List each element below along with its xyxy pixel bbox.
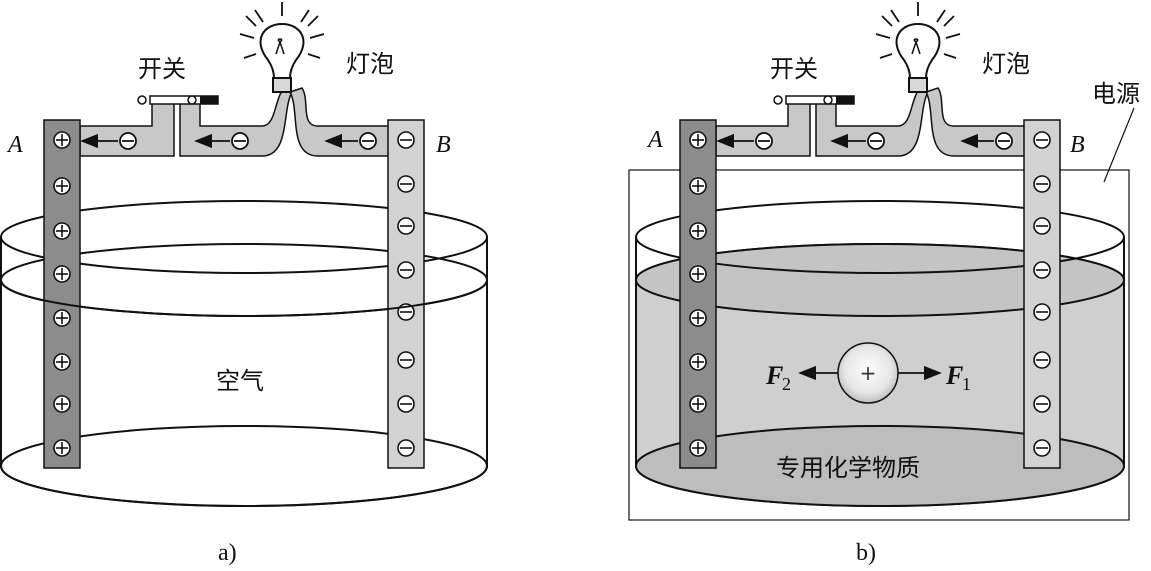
negative-charge-icon [397,261,415,279]
electron-flow-b [716,132,1013,150]
negative-charge-icon [1033,217,1051,235]
negative-charge-icon [1033,351,1051,369]
panel-b: + F 2 F 1 开关 灯泡 电源 A B 专用化学物质 b) [628,2,1140,566]
medium-label: 空气 [216,367,264,395]
bulb-label: 灯泡 [346,50,394,78]
electron-flow-a [80,132,377,150]
plate-b-negative [1023,119,1061,469]
source-leader-line [1103,107,1135,183]
negative-charge-icon [397,439,415,457]
ion-charge-sign: + [860,361,877,385]
positive-charge-icon [53,265,71,283]
negative-charge-icon [1033,261,1051,279]
positive-charge-icon [53,353,71,371]
negative-charge-icon [1033,131,1051,149]
power-source-label: 电源 [1092,80,1140,108]
positive-charge-icon [689,395,707,413]
negative-charge-icon [397,217,415,235]
plate-a-positive [43,119,81,469]
plate-a-positive [679,119,717,469]
positive-charge-icon [689,131,707,149]
positive-charge-icon [53,439,71,457]
switch-icon [773,95,855,105]
switch-label: 开关 [138,55,186,83]
positive-charge-icon [689,439,707,457]
positive-ion: + [798,342,942,404]
caption-a: a) [218,540,237,566]
negative-charge-icon [1033,395,1051,413]
lightbulb-icon [239,2,325,93]
plate-a-label: A [6,132,23,158]
negative-charge-icon [1033,303,1051,321]
lightbulb-icon [875,2,961,93]
negative-charge-icon [397,395,415,413]
positive-charge-icon [689,265,707,283]
container-a-front-base [0,465,488,507]
power-source-box [628,169,1130,521]
positive-charge-icon [53,177,71,195]
medium-label: 专用化学物质 [776,454,920,482]
caption-b: b) [856,540,876,566]
positive-charge-icon [689,177,707,195]
force-f1-label: F [945,361,963,390]
positive-charge-icon [53,222,71,240]
positive-charge-icon [689,353,707,371]
negative-charge-icon [397,175,415,193]
plate-a-label: A [646,127,663,153]
container-b-back-rim [635,200,1125,238]
negative-charge-icon [1033,439,1051,457]
switch-label: 开关 [770,55,818,83]
positive-charge-icon [689,309,707,327]
switch-icon [137,95,219,105]
plate-b-label: B [436,132,451,158]
negative-charge-icon [1033,175,1051,193]
plate-b-label: B [1070,132,1085,158]
positive-charge-icon [53,309,71,327]
plate-b-negative [387,119,425,469]
force-f2-label: F [765,361,783,390]
negative-charge-icon [397,351,415,369]
force-f2-subscript: 2 [782,374,791,394]
negative-charge-icon [397,131,415,149]
bulb-label: 灯泡 [982,50,1030,78]
positive-charge-icon [689,222,707,240]
positive-charge-icon [53,395,71,413]
positive-charge-icon [53,131,71,149]
panel-a: 开关 灯泡 A B 空气 a) [0,2,488,566]
container-a-front-rim [0,279,488,317]
force-f1-subscript: 1 [962,374,971,394]
